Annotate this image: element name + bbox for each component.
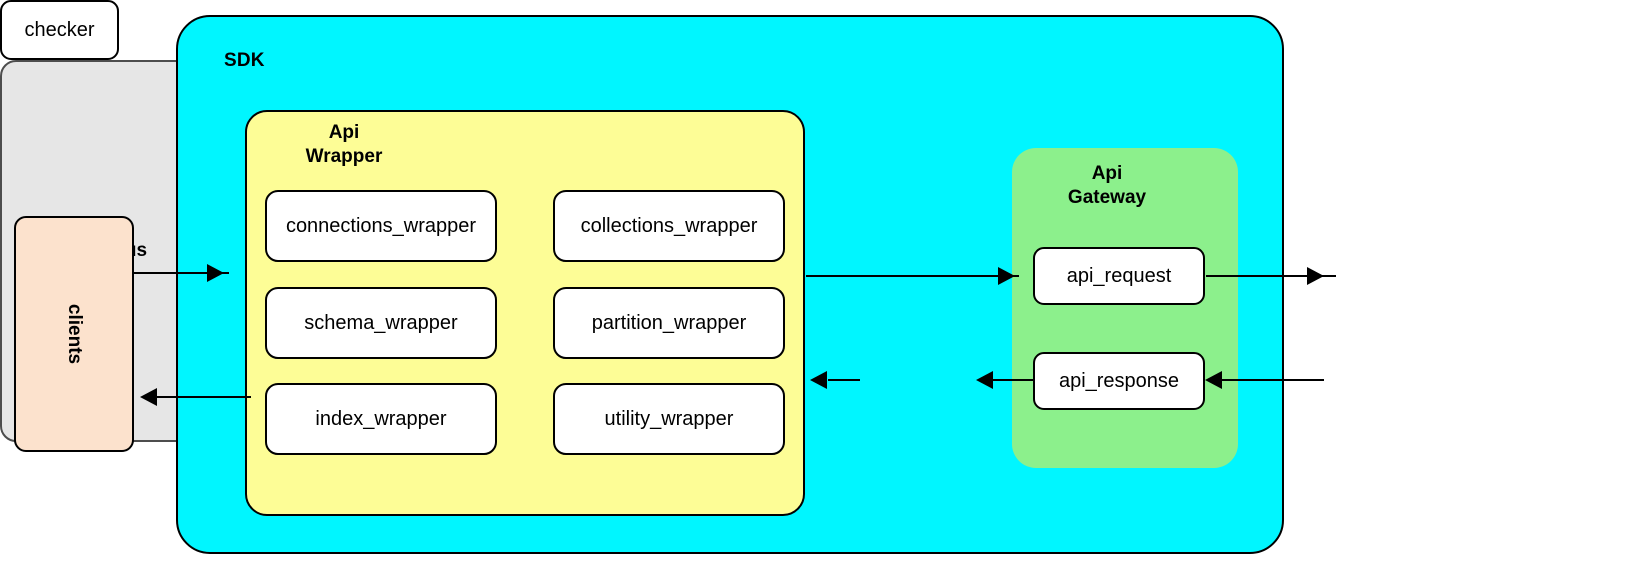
connector-api-request-to-milvus	[1206, 275, 1336, 277]
node-utility-wrapper[interactable]: utility_wrapper	[553, 383, 785, 455]
node-connections-wrapper[interactable]: connections_wrapper	[265, 190, 497, 262]
node-collections-wrapper[interactable]: collections_wrapper	[553, 190, 785, 262]
connector-checker-to-api-wrapper	[828, 379, 860, 381]
api-gateway-title-line1: Api	[1091, 163, 1123, 184]
node-index-wrapper[interactable]: index_wrapper	[265, 383, 497, 455]
node-partition-wrapper[interactable]: partition_wrapper	[553, 287, 785, 359]
node-api-response[interactable]: api_response	[1033, 352, 1205, 410]
api-gateway-container[interactable]: Api Gateway	[1012, 148, 1238, 468]
arrowhead-milvus-to-api-response	[1205, 371, 1222, 389]
connector-clients-to-api-wrapper	[134, 272, 229, 274]
connector-api-response-to-checker	[990, 379, 1035, 381]
api-gateway-title-line2: Gateway	[1067, 187, 1147, 208]
api-wrapper-title-line1: Api	[328, 122, 360, 143]
node-schema-wrapper[interactable]: schema_wrapper	[265, 287, 497, 359]
arrowhead-checker-to-api-wrapper	[810, 371, 827, 389]
api-gateway-title: Api Gateway	[1032, 162, 1182, 210]
clients-label: clients	[63, 303, 85, 365]
connector-api-wrapper-to-api-request	[806, 275, 1019, 277]
connector-api-wrapper-to-clients	[156, 396, 251, 398]
sdk-title: SDK	[224, 50, 265, 71]
connector-milvus-to-api-response	[1209, 379, 1324, 381]
node-api-request[interactable]: api_request	[1033, 247, 1205, 305]
api-wrapper-title: Api Wrapper	[259, 121, 429, 169]
node-checker[interactable]: checker	[0, 0, 119, 60]
arrowhead-clients-to-api-wrapper	[207, 264, 224, 282]
arrowhead-api-response-to-checker	[976, 371, 993, 389]
arrowhead-api-wrapper-to-api-request	[998, 267, 1015, 285]
arrowhead-api-request-to-milvus	[1307, 267, 1324, 285]
node-clients[interactable]: clients	[14, 216, 134, 452]
arrowhead-api-wrapper-to-clients	[140, 388, 157, 406]
api-wrapper-title-line2: Wrapper	[305, 146, 383, 167]
